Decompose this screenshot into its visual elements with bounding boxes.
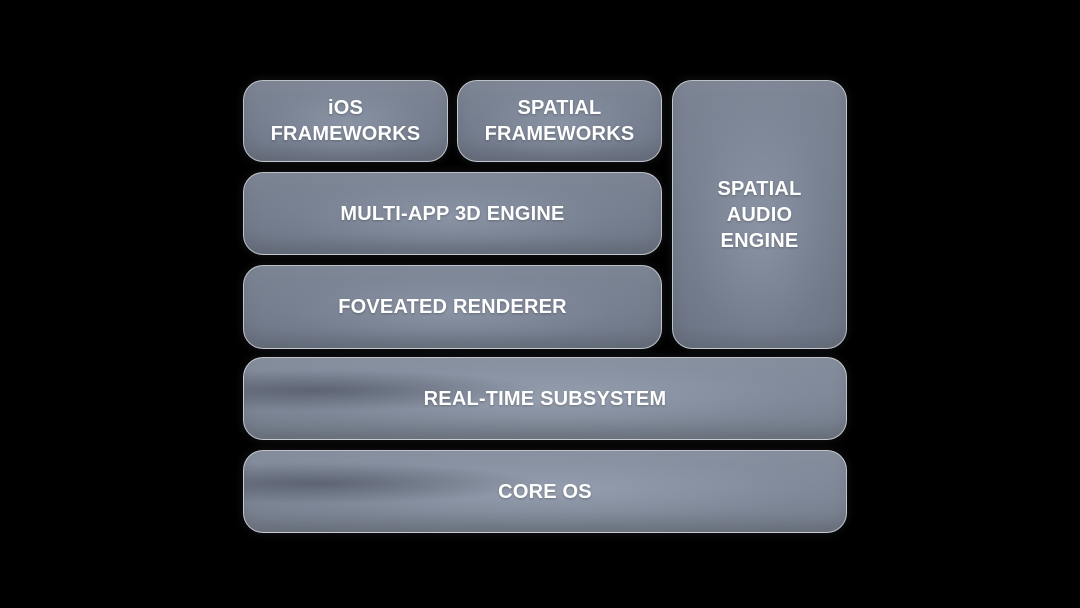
core-os-label: CORE OS (498, 480, 592, 503)
real-time-subsystem-label: REAL-TIME SUBSYSTEM (423, 387, 667, 410)
ios-frameworks-block: iOS FRAMEWORKS (243, 80, 448, 162)
multi-app-3d-engine-label: MULTI-APP 3D ENGINE (340, 202, 565, 225)
spatial-audio-engine-label: SPATIAL AUDIO ENGINE (717, 177, 802, 252)
spatial-frameworks-block: SPATIAL FRAMEWORKS (457, 80, 662, 162)
foveated-renderer-block: FOVEATED RENDERER (243, 265, 662, 349)
spatial-audio-engine-block: SPATIAL AUDIO ENGINE (672, 80, 847, 349)
ios-frameworks-label: iOS FRAMEWORKS (270, 97, 421, 145)
spatial-frameworks-label: SPATIAL FRAMEWORKS (484, 97, 635, 145)
multi-app-3d-engine-block: MULTI-APP 3D ENGINE (243, 172, 662, 255)
core-os-block: CORE OS (243, 450, 847, 533)
foveated-renderer-label: FOVEATED RENDERER (338, 296, 567, 318)
real-time-subsystem-block: REAL-TIME SUBSYSTEM (243, 357, 847, 440)
